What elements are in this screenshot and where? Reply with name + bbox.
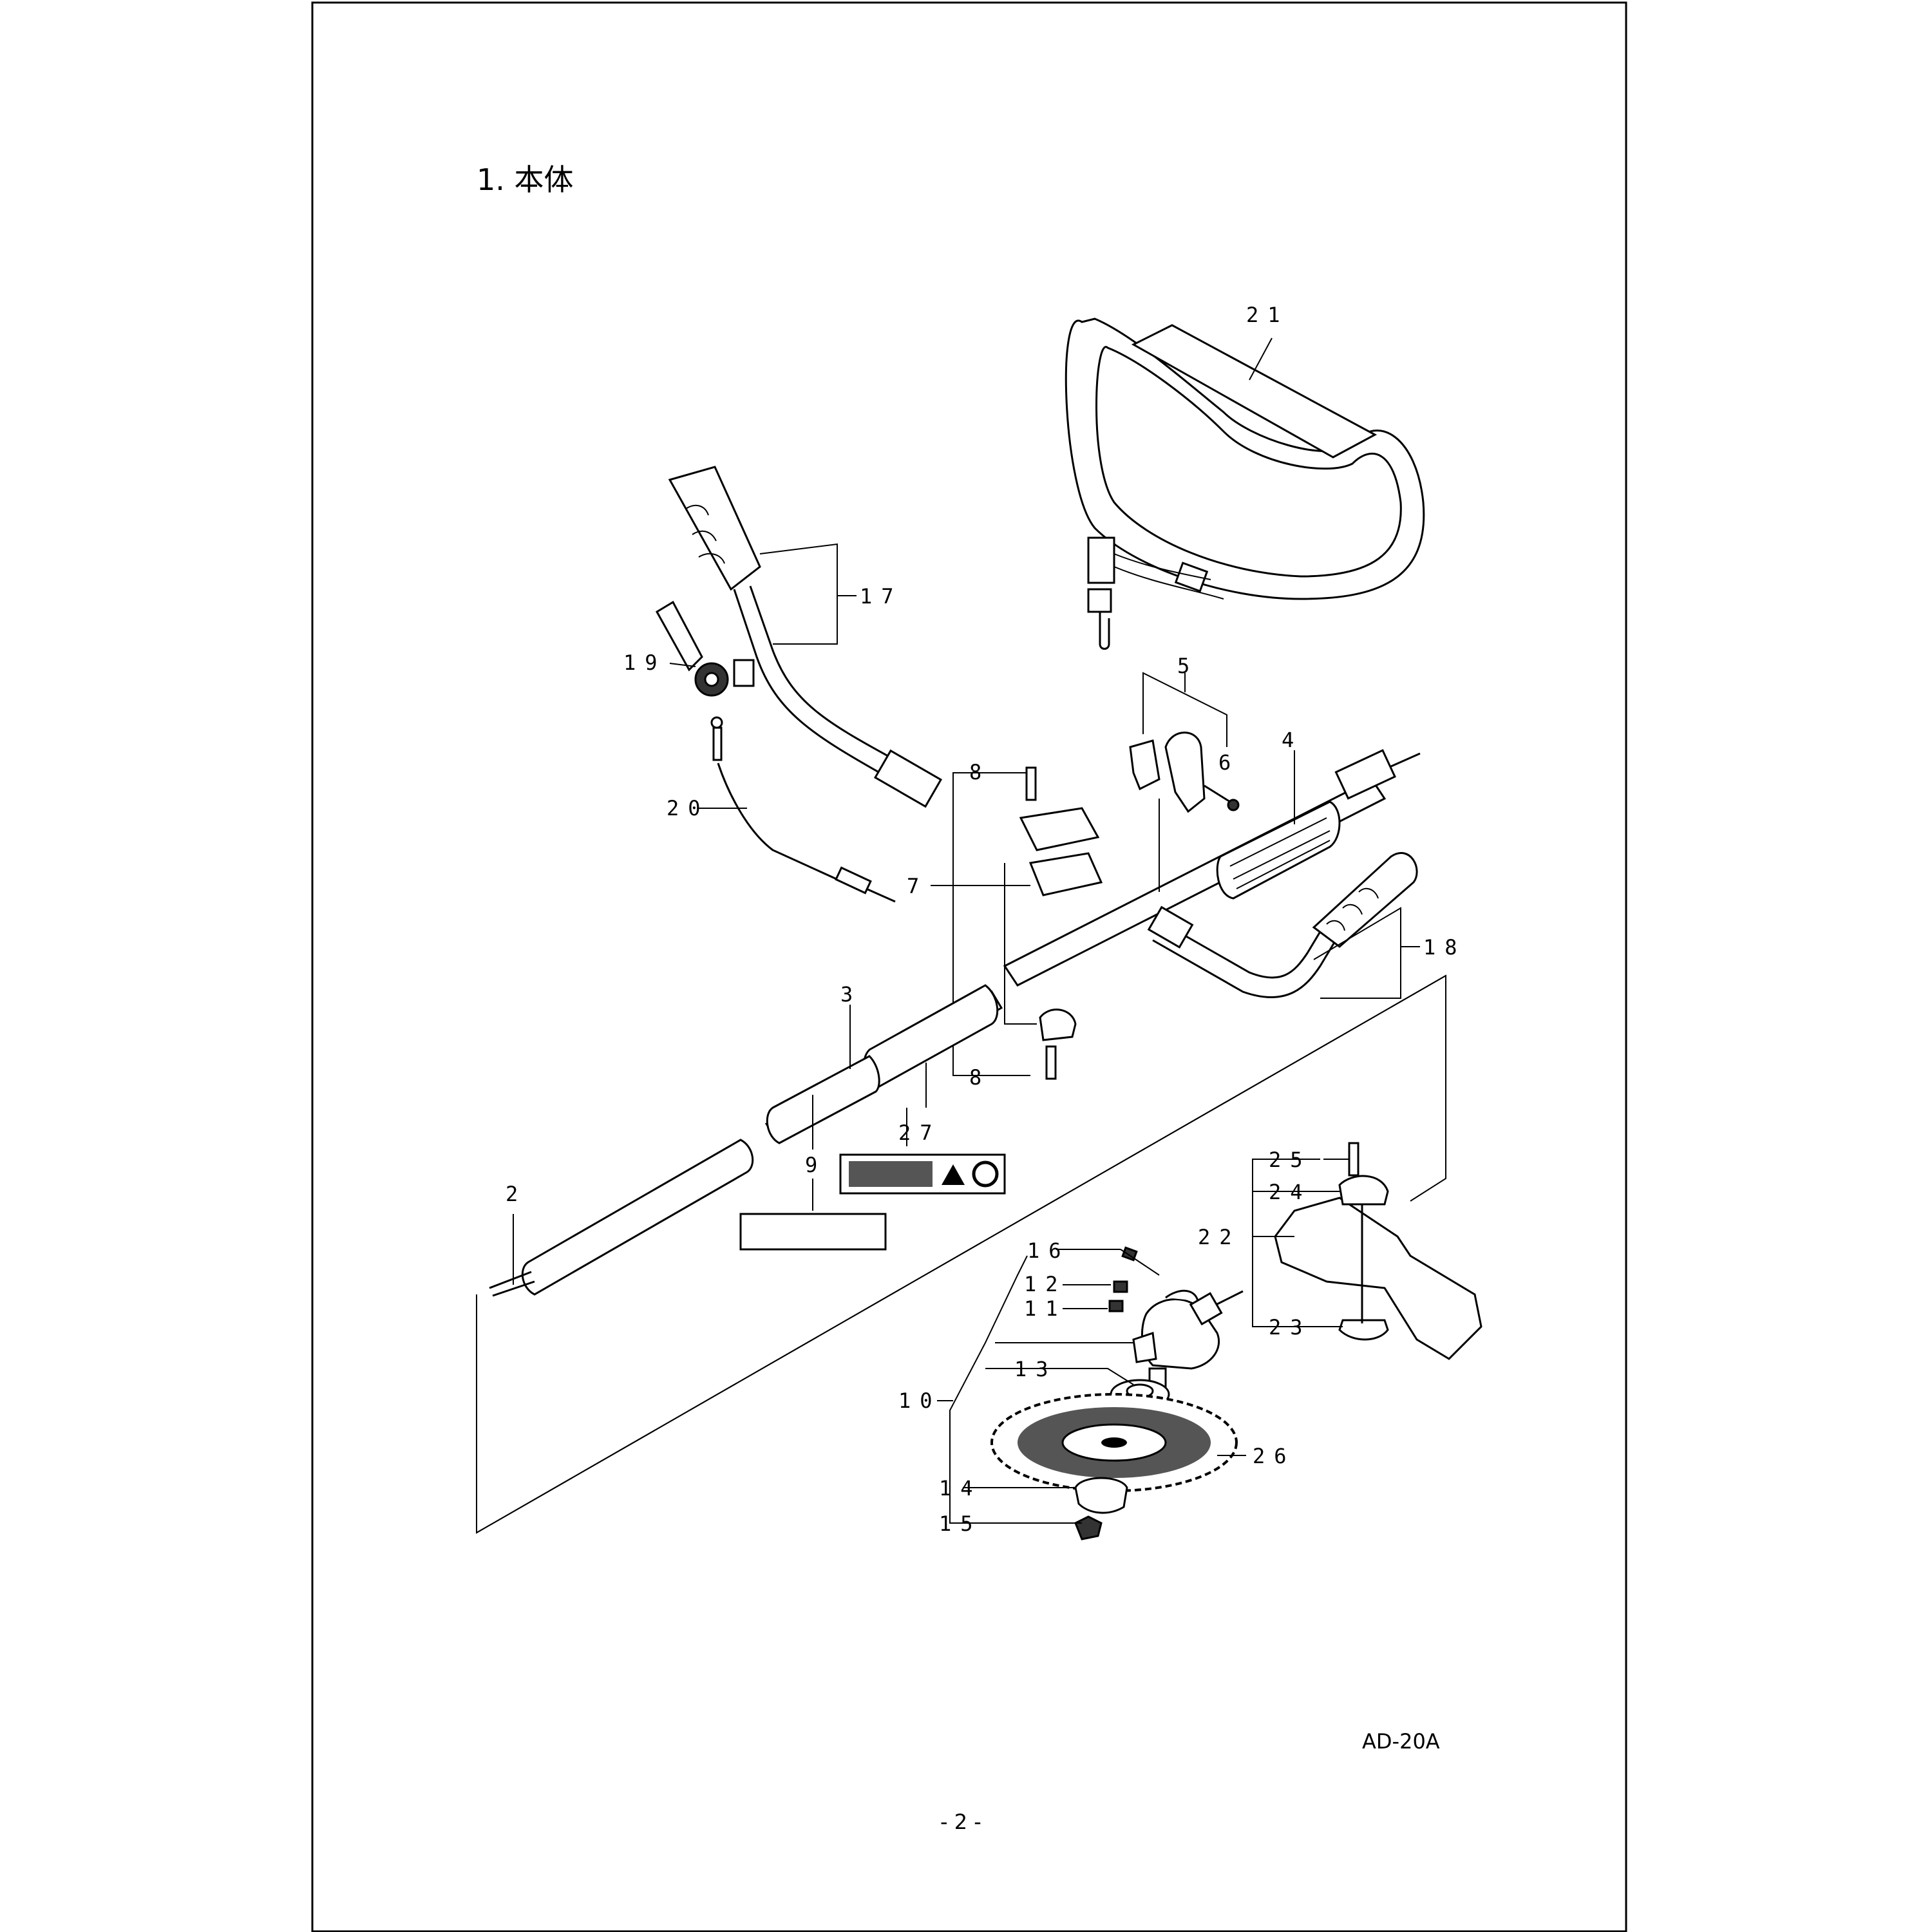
callout-4: 4 <box>1282 728 1303 752</box>
warning-label <box>839 1153 1006 1195</box>
main-tube-upper <box>1003 749 1421 987</box>
callout-12: 12 <box>1024 1272 1067 1296</box>
callout-3: 3 <box>840 982 862 1007</box>
handle-bracket <box>1129 732 1240 813</box>
callout-11: 11 <box>1024 1296 1067 1321</box>
callout-5: 5 <box>1177 654 1198 678</box>
callout-17: 17 <box>860 584 903 609</box>
callout-20: 20 <box>667 796 710 820</box>
callout-18: 18 <box>1423 935 1466 960</box>
callout-23: 23 <box>1269 1315 1312 1340</box>
throttle-lever <box>655 600 755 697</box>
page-number: - 2 - <box>940 1810 981 1834</box>
callout-13: 13 <box>1014 1357 1057 1381</box>
right-handle <box>1147 852 1418 999</box>
blade-assembly <box>990 1379 1238 1540</box>
callout-16: 16 <box>1027 1238 1070 1263</box>
callout-15: 15 <box>939 1511 982 1536</box>
gear-case <box>1108 1246 1244 1389</box>
callout-8-top: 8 <box>969 760 990 784</box>
model-code: AD-20A <box>1362 1729 1440 1754</box>
callout-8-bottom: 8 <box>969 1065 990 1090</box>
callout-21: 21 <box>1246 303 1289 327</box>
lower-shaft <box>489 1139 754 1297</box>
callout-6: 6 <box>1218 750 1240 775</box>
left-handle <box>668 466 943 808</box>
callout-14: 14 <box>939 1476 982 1501</box>
section-title: 1. 本体 <box>477 162 574 197</box>
page-frame <box>311 1 1627 1932</box>
callout-24: 24 <box>1269 1180 1312 1204</box>
callout-2: 2 <box>506 1182 527 1206</box>
handle-clamp <box>1019 766 1103 1080</box>
callout-10: 10 <box>898 1388 942 1413</box>
shoulder-harness <box>1065 317 1425 650</box>
throttle-cable <box>710 716 896 903</box>
blade-guard <box>1274 1142 1482 1360</box>
callout-26: 26 <box>1253 1444 1296 1468</box>
callout-25: 25 <box>1269 1148 1312 1172</box>
callout-9: 9 <box>805 1153 826 1177</box>
drive-shaft <box>764 984 1003 1144</box>
label-blank-box <box>739 1213 887 1251</box>
callout-7: 7 <box>907 874 928 898</box>
callout-22: 22 <box>1198 1225 1241 1249</box>
callout-27: 27 <box>898 1121 942 1145</box>
callout-19: 19 <box>623 650 667 675</box>
